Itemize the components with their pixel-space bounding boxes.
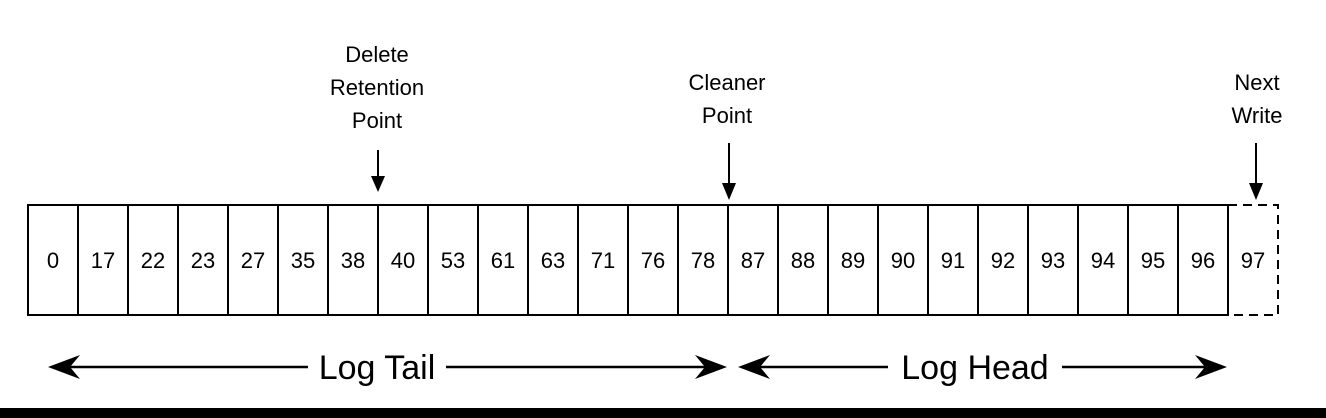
delete-retention-line-3: Point (351, 108, 403, 133)
log-cell-offset: 89 (841, 248, 865, 273)
log-cell-offset: 71 (591, 248, 615, 273)
log-head-label: Log Head (901, 349, 1048, 387)
log-cell-offset: 87 (741, 248, 765, 273)
log-cell-offset: 17 (91, 248, 115, 273)
log-head-arrowhead-left (738, 355, 770, 379)
log-tail-label: Log Tail (319, 349, 436, 387)
cleaner-point-line-1: Cleaner (688, 70, 766, 95)
delete-retention-line-1: Delete (345, 42, 409, 67)
log-cell-offset: 76 (641, 248, 665, 273)
log-cell-offset: 90 (891, 248, 915, 273)
log-cell-offset: 93 (1041, 248, 1065, 273)
cleaner-point-arrowhead (722, 183, 736, 200)
log-tail-arrowhead-right (695, 355, 727, 379)
delete-retention-point-label: Delete Retention Point (317, 38, 437, 137)
log-cell-offset: 40 (391, 248, 415, 273)
log-cell-offset: 92 (991, 248, 1015, 273)
log-head-arrowhead-right (1195, 355, 1227, 379)
next-write-line-2: Write (1231, 103, 1283, 128)
log-cell-offset: 95 (1141, 248, 1165, 273)
next-write-label: Next Write (1212, 66, 1302, 132)
next-write-cell (1227, 204, 1279, 316)
log-cell-offset: 38 (341, 248, 365, 273)
log-cell-offset: 53 (441, 248, 465, 273)
log-tail-arrowhead-left (48, 355, 80, 379)
log-cell-offset: 91 (941, 248, 965, 273)
log-cells: 0 17 22 23 27 35 38 40 53 61 63 71 76 78 87 88 89 90 91 92 9… (27, 204, 1279, 316)
cleaner-point-line-2: Point (701, 103, 753, 128)
log-cell-offset: 27 (241, 248, 265, 273)
cleaner-point-label: Cleaner Point (667, 66, 787, 132)
delete-retention-line-2: Retention (329, 75, 425, 100)
log-cell-offset: 63 (541, 248, 565, 273)
log-cell-offset: 88 (791, 248, 815, 273)
log-cell-offset: 78 (691, 248, 715, 273)
log-cell-offset: 94 (1091, 248, 1115, 273)
log-cell-offset: 22 (141, 248, 165, 273)
log-cell-offset: 96 (1191, 248, 1215, 273)
next-write-line-1: Next (1234, 70, 1280, 95)
log-cell-offset: 97 (1241, 248, 1265, 273)
log-cell-offset: 23 (191, 248, 215, 273)
log-cell-offset: 0 (47, 248, 59, 273)
log-cell-offset: 35 (291, 248, 315, 273)
log-tail-range: Log Tail (48, 349, 727, 387)
log-cell-offset: 61 (491, 248, 515, 273)
delete-retention-arrowhead (371, 176, 385, 192)
next-write-arrowhead (1249, 183, 1263, 200)
bottom-border (0, 408, 1326, 418)
log-head-range: Log Head (738, 349, 1227, 387)
